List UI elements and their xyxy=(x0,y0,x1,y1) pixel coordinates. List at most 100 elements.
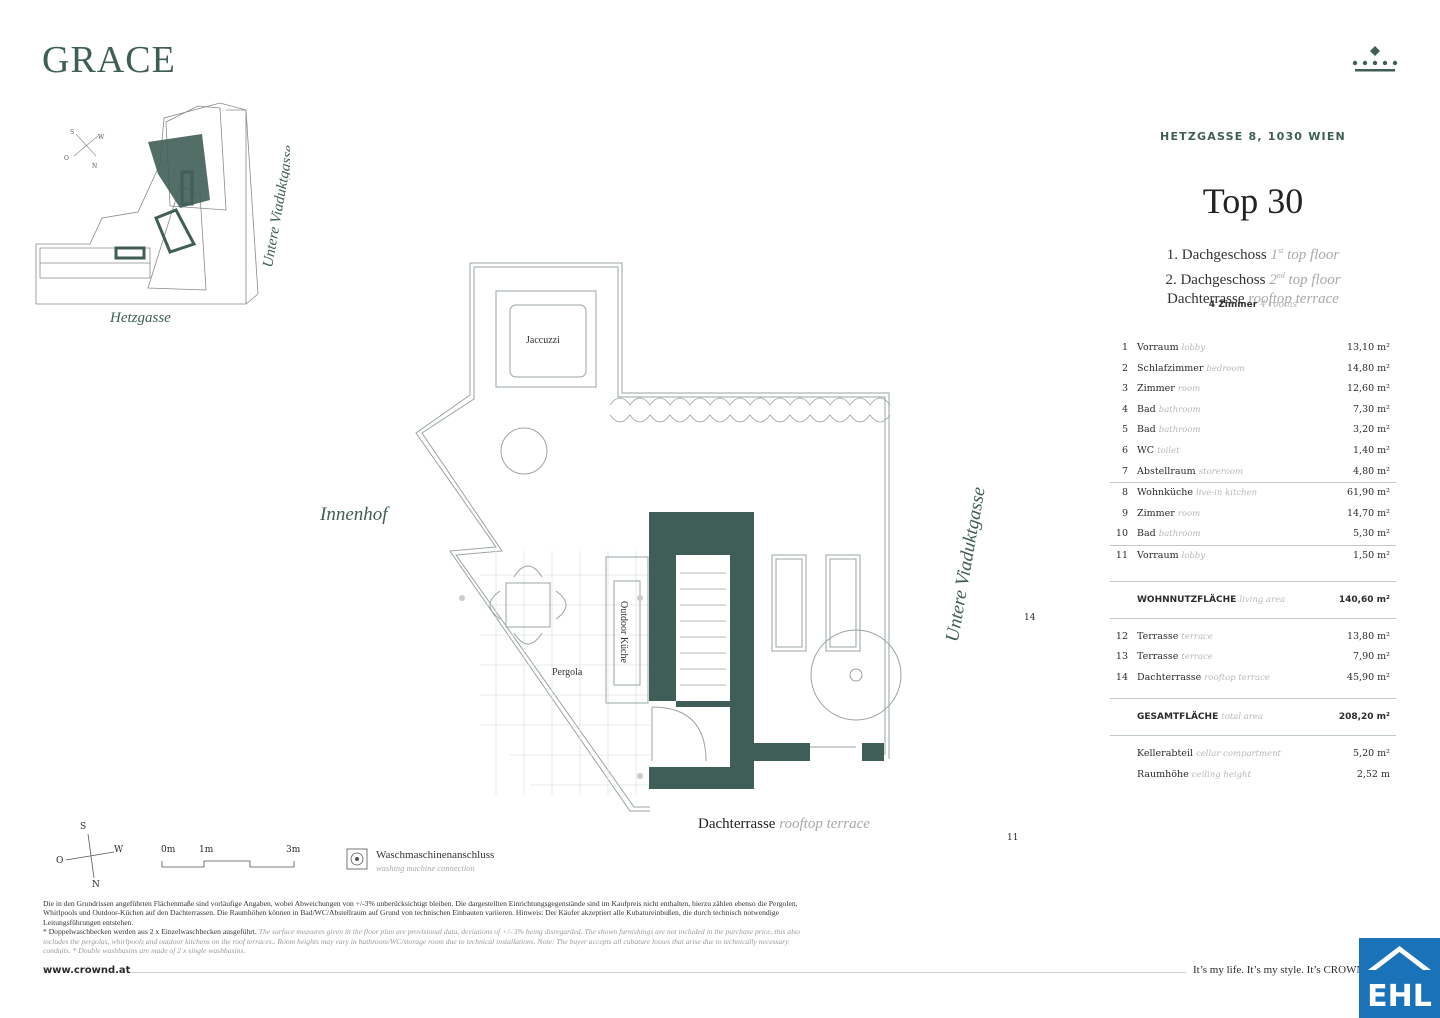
extra-name-en: ceiling height xyxy=(1191,769,1251,780)
scale-0m: 0m xyxy=(161,845,176,855)
legend-sub: washing machine connection xyxy=(376,863,475,873)
room-area: 14,70 m² xyxy=(1346,507,1390,519)
room-name-en: bedroom xyxy=(1206,363,1245,374)
terrace-number: 14 xyxy=(1115,671,1128,683)
site-compass-w: W xyxy=(98,134,105,141)
room-name: Schlafzimmer xyxy=(1137,362,1204,374)
footer-divider xyxy=(130,972,1186,973)
room-name: Zimmer xyxy=(1137,507,1175,519)
total-area-label-en: total area xyxy=(1221,712,1264,723)
room-area: 12,60 m² xyxy=(1346,383,1390,395)
room-number: 5 xyxy=(1121,424,1128,436)
room-name: Bad xyxy=(1137,528,1156,540)
room-name-en: bathroom xyxy=(1158,425,1201,436)
compass-icon xyxy=(65,833,115,879)
website-link[interactable]: www.crownd.at xyxy=(43,965,131,976)
extra-name-en: cellar compartment xyxy=(1196,749,1281,760)
site-compass-n: N xyxy=(92,163,97,170)
room-area: 7,30 m² xyxy=(1353,403,1390,415)
washing-machine-icon xyxy=(346,848,368,870)
room-number: 2 xyxy=(1121,362,1128,374)
label-rooftop-terrace: Dachterrasse rooftop terrace xyxy=(698,816,870,833)
crown-icon xyxy=(1352,46,1398,72)
room-name-en: live-in kitchen xyxy=(1196,488,1258,499)
room-name: Bad xyxy=(1137,403,1156,415)
room-name: Bad xyxy=(1137,424,1156,436)
rooms-count: 4 Zimmer 4 rooms xyxy=(1110,300,1396,310)
living-area-label: WOHNNUTZFLÄCHE xyxy=(1137,594,1237,605)
living-area-value: 140,60 m² xyxy=(1338,594,1390,605)
disclaimer: Die in den Grundrissen angeführten Fläch… xyxy=(43,899,803,955)
terrace-number: 12 xyxy=(1115,630,1128,642)
disclaimer-de2: * Doppelwaschbecken werden aus 2 x Einze… xyxy=(43,927,257,937)
room-name: Vorraum xyxy=(1137,549,1179,561)
room-number: 10 xyxy=(1115,528,1128,540)
extra-name: Raumhöhe xyxy=(1137,768,1189,780)
room-name: Zimmer xyxy=(1137,383,1175,395)
room-name-en: toilet xyxy=(1157,445,1180,456)
disclaimer-en: The surface measures given in the floor … xyxy=(43,927,800,956)
room-name-en: room xyxy=(1177,384,1201,395)
floor-2: 2. Dachgeschoss 2nd top floor xyxy=(1110,266,1396,291)
room-name: Abstellraum xyxy=(1137,465,1196,477)
terrace-name: Terrasse xyxy=(1137,630,1179,642)
slogan: It’s my life. It’s my style. It’s CROWND… xyxy=(1193,964,1376,976)
floor-1: 1. Dachgeschoss 1st top floor xyxy=(1110,241,1396,266)
compass-w: W xyxy=(114,845,124,855)
label-innenhof: Innenhof xyxy=(320,504,388,525)
scale-3m: 3m xyxy=(286,845,301,855)
table-divider xyxy=(1110,482,1396,484)
rooms-count-de: 4 Zimmer xyxy=(1208,300,1258,310)
living-area-label-en: living area xyxy=(1239,594,1286,605)
room-number: 11 xyxy=(1115,549,1128,561)
room-area: 13,10 m² xyxy=(1346,342,1390,353)
floor-2-sup: nd xyxy=(1276,270,1285,280)
floor-list: 1. Dachgeschoss 1st top floor 2. Dachges… xyxy=(1110,241,1396,310)
room-number: 8 xyxy=(1121,487,1128,499)
address: HETZGASSE 8, 1030 WIEN xyxy=(1160,130,1346,143)
room-number: 7 xyxy=(1121,465,1128,477)
floor-1-sup: st xyxy=(1278,246,1284,255)
floor-2-en: top floor xyxy=(1288,271,1341,288)
label-pergola: Pergola xyxy=(552,667,583,678)
total-area-row: GESAMTFLÄCHE total area 208,20 m² xyxy=(1110,698,1396,737)
plan-number-14: 14 xyxy=(1024,613,1036,623)
legend-title: Waschmaschinenanschluss xyxy=(376,849,495,861)
ehl-logo: EHL xyxy=(1359,938,1440,1018)
room-name-en: lobby xyxy=(1181,550,1206,561)
floor-1-ord: 1 xyxy=(1270,247,1279,263)
total-area-label: GESAMTFLÄCHE xyxy=(1137,712,1219,723)
site-compass-s: S xyxy=(70,129,74,136)
room-name-en: room xyxy=(1177,508,1201,519)
room-name-en: storeroom xyxy=(1198,466,1244,477)
room-area: 1,40 m² xyxy=(1353,444,1390,456)
ehl-logo-text: EHL xyxy=(1367,979,1432,1014)
site-compass-o: O xyxy=(64,155,69,162)
label-terrace-en: rooftop terrace xyxy=(779,816,870,832)
label-outdoor-kitchen: Outdoor Küche xyxy=(618,601,629,663)
living-area-row: WOHNNUTZFLÄCHE living area 140,60 m² xyxy=(1110,580,1396,619)
floor-1-en: top floor xyxy=(1287,247,1340,263)
terrace-name-en: terrace xyxy=(1181,631,1213,642)
room-area: 5,30 m² xyxy=(1353,528,1390,540)
table-row: 7 Abstellraum storeroom 4,80 m² xyxy=(1110,462,1396,483)
floor-2-ord: 2 xyxy=(1269,271,1277,288)
total-area-value: 208,20 m² xyxy=(1338,712,1390,723)
floor-3-en: rooftop terrace xyxy=(1248,291,1339,307)
room-area: 4,80 m² xyxy=(1353,465,1390,477)
extra-value: 2,52 m xyxy=(1356,768,1390,780)
label-terrace-de: Dachterrasse xyxy=(698,816,776,832)
terrace-name: Dachterrasse xyxy=(1137,671,1202,683)
room-name: Vorraum xyxy=(1137,342,1179,353)
site-street-viadukt: Untere Viaduktgasse xyxy=(260,144,290,269)
room-name-en: lobby xyxy=(1181,343,1206,353)
unit-title: Top 30 xyxy=(1202,181,1304,221)
